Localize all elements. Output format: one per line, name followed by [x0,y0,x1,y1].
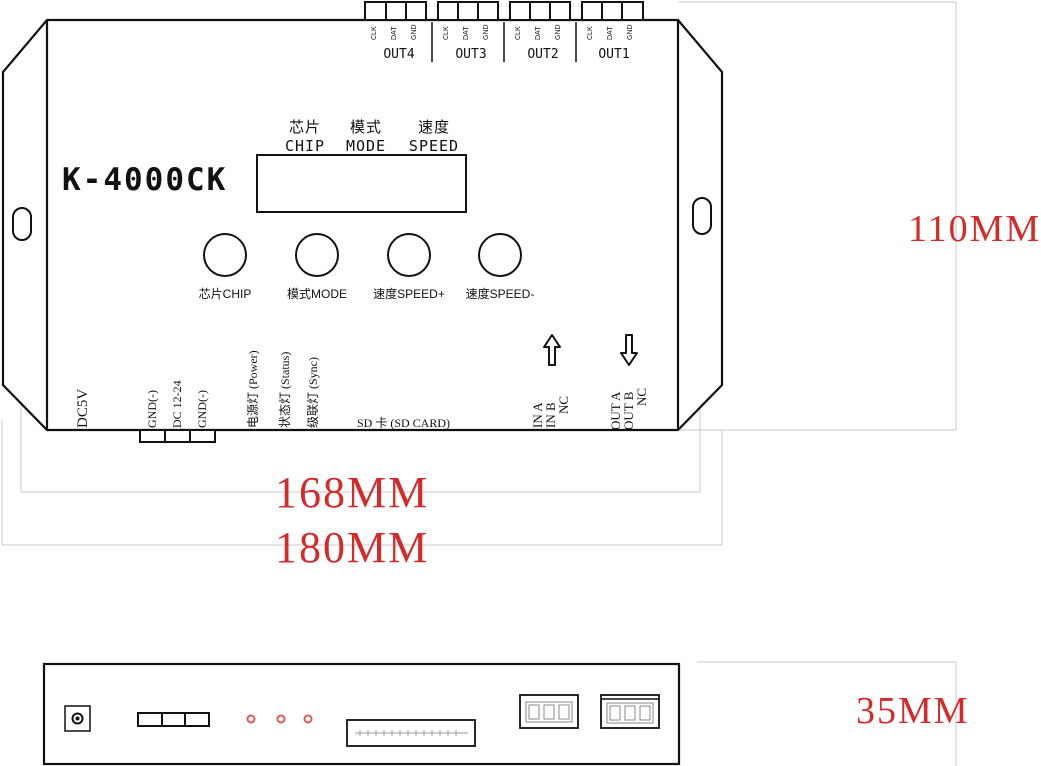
out4-label: OUT4 [383,47,415,62]
out1-label: OUT1 [598,47,630,62]
model-name: K-4000CK [62,162,228,198]
power-connector [139,429,216,443]
down-arrow [620,334,638,366]
out3-pin-clk: CLK [443,26,450,40]
mode-button-shape [295,233,339,277]
output-connectors [364,1,644,21]
out3-label: OUT3 [455,47,487,62]
left-mount-slot [12,207,32,241]
outer-width-dimension: 180MM [275,523,430,572]
speed-down-button-shape [478,233,522,277]
sd-slot [346,719,476,747]
out-labels: OUT A OUT B NC [608,387,649,430]
right-mount-slot [692,197,712,235]
side-leds [246,714,313,724]
speed-down-button-label: 速度SPEED- [465,287,535,301]
sd-card-label: SD 卡 (SD CARD) [357,416,451,430]
speed-up-button-label: 速度SPEED+ [373,287,445,301]
out3-pin-dat: DAT [463,26,470,40]
dc12-24-label: DC 12-24 [170,380,184,428]
out4-pin-gnd: GND [411,24,418,40]
inner-width-dimension: 168MM [275,468,430,517]
out1-pin-dat: DAT [607,26,614,40]
side-io-out [600,694,660,729]
speed-up-button-shape [387,233,431,277]
depth-dimension: 35MM [856,690,970,732]
side-io-in [519,694,579,729]
out4-pin-clk: CLK [371,26,378,40]
housing-outline [1,18,724,432]
sync-led-label: 级联灯 (Sync) [306,357,320,428]
out1-pin-gnd: GND [627,24,634,40]
height-dimension: 110MM [908,208,1041,250]
mode-button-label: 模式MODE [286,287,347,301]
chip-button-label: 芯片CHIP [198,287,252,301]
out4-pin-dat: DAT [391,26,398,40]
out2-pin-clk: CLK [515,26,522,40]
lcd-window [256,154,467,213]
in-labels: IN A IN B NC [530,395,571,428]
chip-button-shape [203,233,247,277]
power-led-label: 电源灯 (Power) [246,350,260,428]
side-terminal [137,712,210,727]
out2-label: OUT2 [527,47,559,62]
gnd-left-label: GND(-) [145,390,159,428]
gnd-right-label: GND(-) [195,390,209,428]
out3-pin-gnd: GND [483,24,490,40]
dc5v-label: DC5V [75,388,91,428]
dimension-guides [1,1,957,766]
out2-pin-dat: DAT [535,26,542,40]
up-arrow [543,334,561,366]
out1-pin-clk: CLK [587,26,594,40]
status-led-label: 状态灯 (Status) [278,351,292,428]
out2-pin-gnd: GND [555,24,562,40]
